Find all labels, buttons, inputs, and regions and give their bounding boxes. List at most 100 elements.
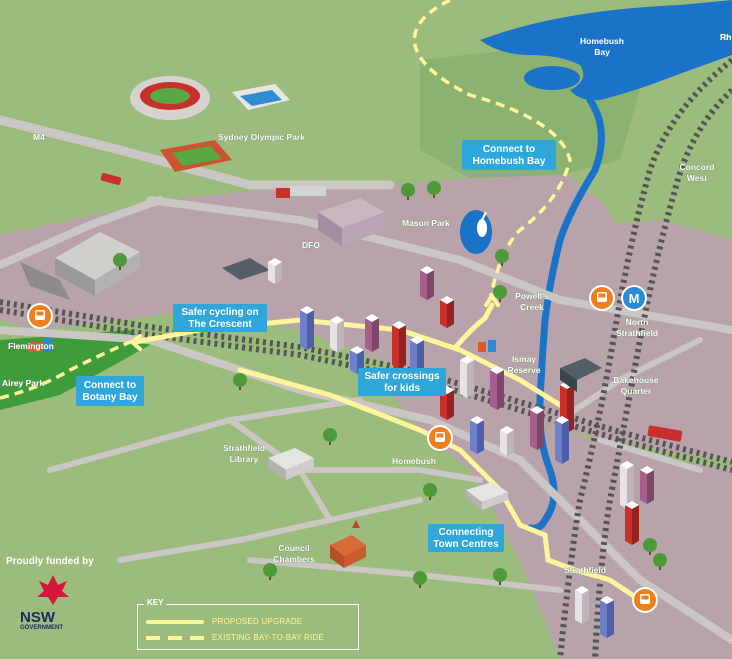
label-line: for kids — [384, 383, 421, 394]
proposed-route-powells — [452, 302, 495, 351]
funding-block: Proudly funded by NSW GOVERNMENT — [6, 556, 106, 631]
label-sydney-olympic-park: Sydney Olympic Park — [218, 132, 305, 142]
funding-label: Proudly funded by — [6, 556, 94, 567]
building-icon — [470, 416, 484, 454]
building-icon — [600, 596, 614, 638]
tree-icon — [653, 553, 667, 570]
label-line: Library — [230, 454, 259, 464]
label-line: Quarter — [621, 386, 652, 396]
key-existing-label: EXISTING BAY-TO-BAY RIDE — [212, 633, 324, 642]
towers — [268, 258, 654, 638]
label-line: Strathfield — [223, 443, 265, 453]
tree-icon — [427, 181, 441, 198]
tree-icon — [233, 373, 247, 390]
label-line: Connect to — [84, 380, 136, 391]
nsw-logo-text: NSW — [20, 609, 55, 626]
railways — [0, 57, 732, 659]
label-line: Strathfield — [616, 328, 658, 338]
building-icon — [620, 461, 634, 509]
label-line: Connect to — [483, 144, 535, 155]
train-station-icon — [427, 425, 453, 451]
label-line: North — [626, 317, 649, 327]
tree-icon — [113, 253, 127, 270]
tree-icon — [263, 563, 277, 580]
metro-icon: M — [621, 285, 647, 311]
building-icon — [268, 258, 282, 284]
tree-icon — [493, 568, 507, 585]
nsw-logo-subtext: GOVERNMENT — [20, 625, 64, 631]
label-flemington: Flemington — [8, 341, 54, 351]
building-icon — [625, 501, 639, 545]
tree-icon — [423, 483, 437, 500]
building-icon — [440, 296, 454, 328]
building-icon — [365, 314, 379, 352]
label-line: Homebush — [580, 36, 624, 46]
tree-icon — [495, 249, 509, 266]
label-line: Concord — [680, 162, 715, 172]
label-line: Powell's — [515, 291, 549, 301]
building-icon — [330, 316, 344, 352]
train-station-icon — [27, 303, 53, 329]
label-line: The Crescent — [188, 319, 252, 330]
egret-icon — [477, 211, 487, 237]
key-existing-row: EXISTING BAY-TO-BAY RIDE — [146, 633, 324, 642]
proposed-route-town-centres — [237, 367, 643, 603]
building-icon — [555, 416, 569, 464]
label-mason-park: Mason Park — [402, 218, 450, 228]
nsw-waratah-logo-icon — [37, 575, 69, 605]
building-icon — [640, 466, 654, 504]
key-proposed-row: PROPOSED UPGRADE — [146, 617, 302, 626]
label-rhodes: Rh — [720, 32, 731, 42]
train-stations — [27, 285, 658, 613]
building-icon — [392, 321, 406, 369]
building-icon — [420, 266, 434, 300]
proposed-line-swatch — [146, 619, 204, 624]
existing-route-west — [0, 340, 131, 400]
label-line: Town Centres — [433, 539, 499, 550]
shed-icon — [222, 258, 270, 280]
carpark-icon — [20, 262, 70, 300]
label-line: Safer cycling on — [181, 307, 258, 318]
ismay-playground-icon — [478, 340, 496, 352]
label-line: Connecting — [439, 527, 494, 538]
building-icon — [350, 346, 364, 374]
urban-area-east — [560, 220, 732, 320]
arrow-west-icon — [128, 334, 142, 351]
homebush-bay-water — [480, 0, 732, 101]
label-airey-park: Airey Park — [2, 378, 44, 388]
label-line: Council — [278, 543, 309, 553]
truck-icon — [276, 186, 326, 198]
powells-creek — [526, 96, 605, 532]
tree-icon — [493, 285, 507, 302]
school-icon — [466, 482, 508, 510]
building-icon — [460, 356, 474, 398]
train-station-icon — [589, 285, 615, 311]
key-title: KEY — [144, 598, 167, 607]
label-line: Safer crossings — [364, 371, 439, 382]
building-icon — [575, 586, 589, 624]
label-m4: M4 — [33, 132, 45, 142]
building-icon — [490, 366, 504, 410]
label-line: West — [687, 173, 707, 183]
label-line: Reserve — [507, 365, 540, 375]
tree-icon — [413, 571, 427, 588]
label-strathfield: Strathfield — [564, 565, 606, 575]
stadium-icon — [130, 76, 210, 120]
playground-icon — [28, 338, 52, 352]
tree-icon — [643, 538, 657, 555]
label-line: Creek — [520, 302, 544, 312]
bakehouse-icon — [560, 358, 602, 392]
warehouse-icon — [55, 232, 140, 296]
map-key: KEY PROPOSED UPGRADE EXISTING BAY-TO-BAY… — [137, 598, 359, 650]
